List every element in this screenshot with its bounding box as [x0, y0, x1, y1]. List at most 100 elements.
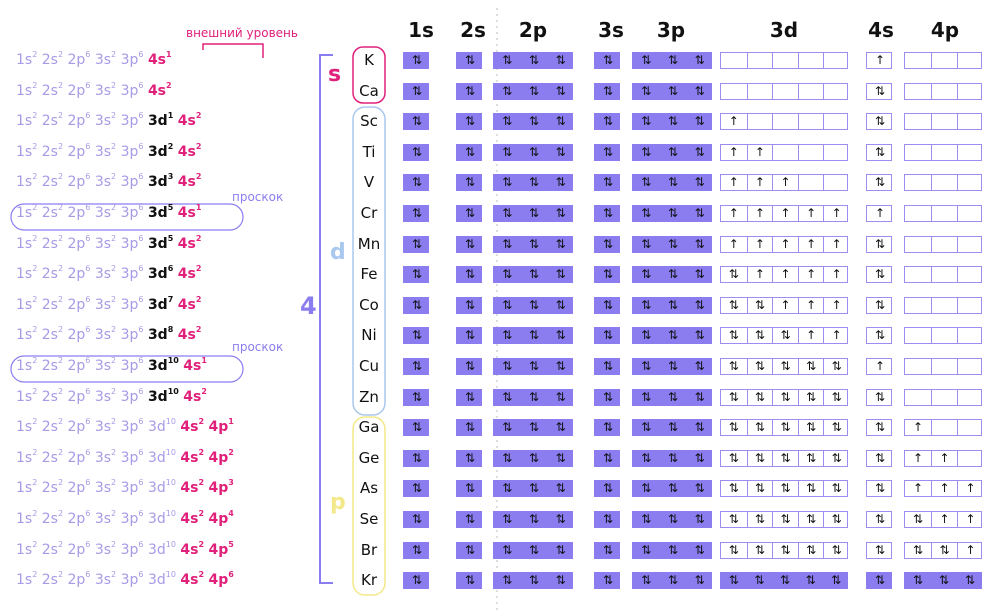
s-block-outline — [352, 46, 386, 104]
orbital-cell: ⇅ — [555, 83, 566, 98]
box-2p: ⇅⇅⇅ — [493, 419, 573, 437]
box-4p — [904, 327, 982, 345]
box-2s: ⇅ — [456, 541, 482, 559]
element-symbol-Kr: Kr — [360, 571, 377, 590]
orbital-cell — [772, 144, 798, 160]
orbital-cell: ⇅ — [772, 481, 798, 497]
box-4s: ↑ — [866, 205, 892, 222]
box-4p — [904, 266, 982, 284]
box-3p: ⇅⇅⇅ — [632, 235, 712, 253]
orbital-cell — [931, 359, 957, 374]
box-3d: ⇅⇅⇅⇅⇅ — [720, 388, 848, 406]
orbital-cell: ⇅ — [641, 328, 652, 343]
orbital-cell: ⇅ — [464, 83, 476, 98]
box-4s: ⇅ — [866, 388, 892, 406]
outer-level-label: внешний уровень — [186, 26, 298, 40]
orbital-cell: ⇅ — [641, 450, 652, 465]
header-1s: 1s — [408, 18, 434, 42]
orbital-cell: ⇅ — [694, 542, 705, 557]
orbital-cell: ⇅ — [728, 542, 739, 557]
orbital-cell: ⇅ — [772, 512, 798, 527]
orbital-cell: ↑ — [746, 175, 773, 191]
box-4s: ⇅ — [866, 541, 892, 559]
orbital-cell: ⇅ — [502, 450, 513, 465]
orbital-cell: ⇅ — [728, 420, 739, 435]
orbital-cell: ⇅ — [694, 512, 705, 526]
box-1s: ⇅ — [403, 419, 429, 437]
orbital-cell: ⇅ — [874, 512, 886, 526]
orbital-cell: ⇅ — [528, 512, 540, 526]
orbital-cell — [823, 175, 847, 191]
orbital-cell: ⇅ — [464, 389, 476, 404]
box-4s: ⇅ — [866, 572, 892, 590]
orbital-cell: ⇅ — [746, 420, 773, 436]
box-3p: ⇅⇅⇅ — [632, 419, 712, 437]
orbital-cell: ⇅ — [694, 206, 705, 220]
orbital-cell: ⇅ — [694, 389, 705, 404]
box-3s: ⇅ — [594, 388, 620, 406]
orbital-cell: ⇅ — [728, 512, 739, 526]
box-1s: ⇅ — [403, 541, 429, 559]
box-3p: ⇅⇅⇅ — [632, 205, 712, 222]
orbital-cell: ⇅ — [641, 236, 652, 251]
orbital-cell: ⇅ — [746, 481, 773, 497]
element-symbol-As: As — [359, 479, 379, 498]
orbital-cell — [957, 389, 981, 405]
orbital-cell: ⇅ — [464, 359, 476, 373]
orbital-cell: ↑ — [797, 206, 824, 221]
orbital-cell: ⇅ — [728, 267, 739, 282]
period-label: 4 — [300, 292, 317, 320]
orbital-cell — [823, 83, 847, 99]
p-block-outline — [352, 416, 386, 596]
box-3p: ⇅⇅⇅ — [632, 52, 712, 69]
orbital-cell: ⇅ — [641, 359, 652, 373]
orbital-cell: ↑ — [912, 450, 924, 465]
orbital-cell: ⇅ — [528, 359, 540, 373]
orbital-cell: ↑ — [772, 236, 798, 252]
config-Zn: 1s2 2s2 2p6 3s2 3p6 3d10 4s2 — [16, 386, 207, 405]
orbital-cell: ⇅ — [555, 236, 566, 251]
box-3s: ⇅ — [594, 113, 620, 131]
orbital-cell: ⇅ — [728, 450, 739, 465]
orbital-cell: ⇅ — [823, 542, 847, 558]
orbital-cell: ⇅ — [602, 267, 614, 282]
orbital-cell: ⇅ — [411, 359, 423, 373]
orbital-cell — [931, 328, 957, 344]
box-2s: ⇅ — [456, 113, 482, 131]
orbital-cell: ⇅ — [667, 175, 679, 190]
header-4p: 4p — [930, 18, 960, 42]
orbital-cell: ⇅ — [464, 450, 476, 465]
config-Cu: 1s2 2s2 2p6 3s2 3p6 3d10 4s1 — [16, 356, 207, 375]
orbital-cell: ↑ — [797, 297, 824, 313]
orbital-cell: ⇅ — [411, 512, 423, 526]
orbital-cell: ⇅ — [464, 328, 476, 343]
box-3s: ⇅ — [594, 205, 620, 222]
element-symbol-Br: Br — [360, 540, 378, 559]
box-4p — [904, 174, 982, 192]
box-4s: ⇅ — [866, 174, 892, 192]
orbital-cell — [772, 53, 798, 68]
box-3d — [720, 82, 848, 100]
orbital-cell: ⇅ — [772, 420, 798, 436]
box-2p: ⇅⇅⇅ — [493, 235, 573, 253]
orbital-cell: ⇅ — [667, 328, 679, 343]
box-2p: ⇅⇅⇅ — [493, 358, 573, 375]
config-Ti: 1s2 2s2 2p6 3s2 3p6 3d2 4s2 — [16, 141, 202, 160]
orbital-cell: ⇅ — [464, 297, 476, 312]
config-Kr: 1s2 2s2 2p6 3s2 3p6 3d10 4s2 4p6 — [16, 570, 234, 589]
orbital-cell: ⇅ — [502, 144, 513, 159]
orbital-cell: ⇅ — [874, 114, 886, 129]
orbital-cell: ⇅ — [694, 83, 705, 98]
config-Fe: 1s2 2s2 2p6 3s2 3p6 3d6 4s2 — [16, 264, 202, 283]
box-3p: ⇅⇅⇅ — [632, 388, 712, 406]
orbital-cell: ⇅ — [602, 573, 614, 588]
orbital-cell: ⇅ — [528, 450, 540, 465]
orbital-cell: ↑ — [746, 206, 773, 221]
box-3d: ⇅⇅⇅⇅⇅ — [720, 480, 848, 498]
orbital-cell: ⇅ — [694, 175, 705, 190]
orbital-cell: ⇅ — [464, 481, 476, 496]
orbital-cell: ⇅ — [667, 450, 679, 465]
header-3s: 3s — [598, 18, 624, 42]
orbital-cell — [931, 420, 957, 436]
box-2p: ⇅⇅⇅ — [493, 205, 573, 222]
